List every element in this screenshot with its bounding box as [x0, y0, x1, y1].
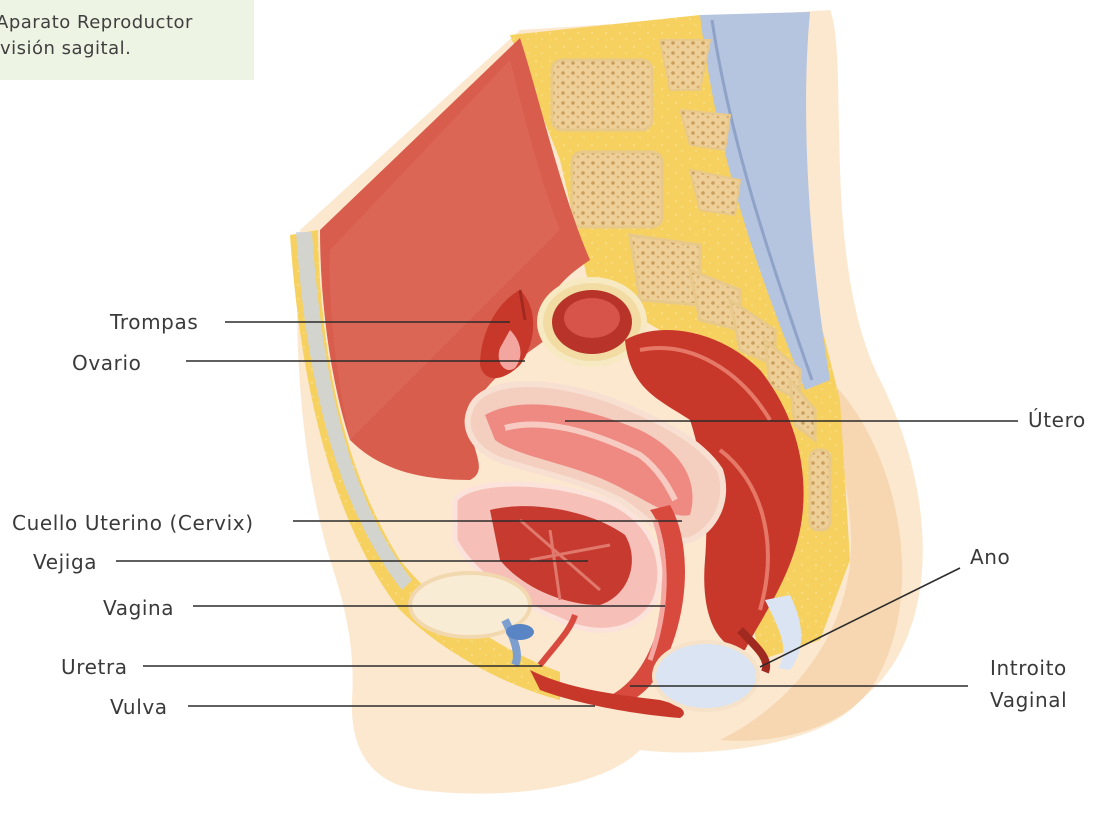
label-vagina: Vagina	[103, 596, 174, 620]
label-introito-line-1: Introito	[990, 656, 1067, 680]
label-vejiga: Vejiga	[33, 550, 97, 574]
label-utero: Útero	[1028, 408, 1086, 432]
label-uretra: Uretra	[61, 655, 128, 679]
perineal-body	[654, 642, 758, 710]
label-introito-line-2: Vaginal	[990, 688, 1067, 712]
label-cuello-uterino: Cuello Uterino (Cervix)	[12, 511, 254, 535]
label-vulva: Vulva	[110, 695, 168, 719]
label-ovario: Ovario	[72, 351, 141, 375]
label-trompas: Trompas	[110, 310, 198, 334]
label-ano: Ano	[970, 545, 1010, 569]
